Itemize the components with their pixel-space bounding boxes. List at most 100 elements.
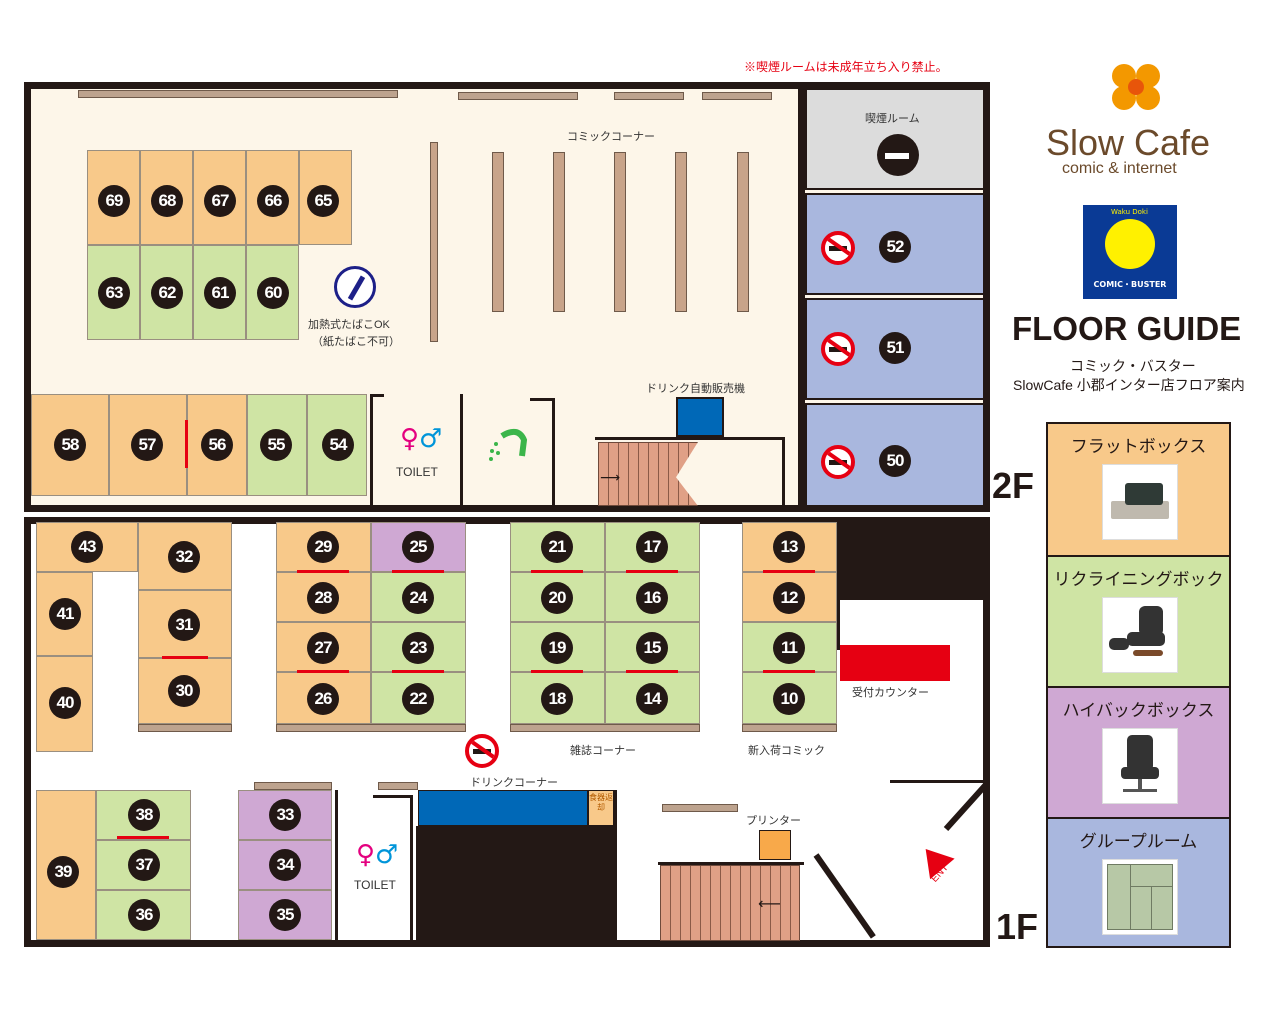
comic-shelf bbox=[430, 142, 438, 342]
room-40[interactable]: 40 bbox=[36, 656, 93, 752]
wall-shelf bbox=[78, 90, 398, 98]
room-52[interactable]: 52 bbox=[805, 193, 985, 295]
room-12[interactable]: 12 bbox=[742, 572, 837, 622]
room-door bbox=[531, 570, 583, 573]
room-65[interactable]: 65 bbox=[299, 150, 352, 245]
room-29[interactable]: 29 bbox=[276, 522, 371, 572]
room-63[interactable]: 63 bbox=[87, 245, 140, 340]
room-36[interactable]: 36 bbox=[96, 890, 191, 940]
room-25[interactable]: 25 bbox=[371, 522, 466, 572]
room-32[interactable]: 32 bbox=[138, 522, 232, 590]
shelf bbox=[254, 782, 332, 790]
room-33[interactable]: 33 bbox=[238, 790, 332, 840]
room-number: 69 bbox=[98, 185, 130, 217]
room-20[interactable]: 20 bbox=[510, 572, 605, 622]
floor-guide-title: FLOOR GUIDE bbox=[1012, 310, 1242, 347]
room-26[interactable]: 26 bbox=[276, 672, 371, 724]
room-24[interactable]: 24 bbox=[371, 572, 466, 622]
room-50[interactable]: 50 bbox=[805, 403, 985, 507]
room-door bbox=[626, 670, 678, 673]
room-39[interactable]: 39 bbox=[36, 790, 96, 940]
room-21[interactable]: 21 bbox=[510, 522, 605, 572]
room-58[interactable]: 58 bbox=[31, 394, 109, 496]
room-number: 43 bbox=[71, 531, 103, 563]
reception-label: 受付カウンター bbox=[852, 687, 929, 699]
room-number: 33 bbox=[269, 799, 301, 831]
room-56[interactable]: 56 bbox=[187, 394, 247, 496]
room-54[interactable]: 54 bbox=[307, 394, 367, 496]
room-door bbox=[392, 570, 444, 573]
room-number: 66 bbox=[257, 185, 289, 217]
reception-counter bbox=[840, 645, 950, 681]
room-door bbox=[392, 670, 444, 673]
magazine-shelf bbox=[510, 724, 700, 732]
room-14[interactable]: 14 bbox=[605, 672, 700, 724]
room-61[interactable]: 61 bbox=[193, 245, 246, 340]
tatami-room-icon bbox=[1102, 859, 1178, 935]
room-66[interactable]: 66 bbox=[246, 150, 299, 245]
floor-label-2f: 2F bbox=[992, 465, 1035, 506]
room-number: 22 bbox=[402, 683, 434, 715]
room-10[interactable]: 10 bbox=[742, 672, 837, 724]
room-69[interactable]: 69 bbox=[87, 150, 140, 245]
room-31[interactable]: 31 bbox=[138, 590, 232, 658]
room-30[interactable]: 30 bbox=[138, 658, 232, 724]
new-comics-shelf bbox=[742, 724, 837, 732]
room-68[interactable]: 68 bbox=[140, 150, 193, 245]
room-17[interactable]: 17 bbox=[605, 522, 700, 572]
legend-label: フラットボックス bbox=[1070, 437, 1207, 456]
room-16[interactable]: 16 bbox=[605, 572, 700, 622]
comic-corner-label: コミックコーナー bbox=[567, 131, 655, 143]
room-55[interactable]: 55 bbox=[247, 394, 307, 496]
room-13[interactable]: 13 bbox=[742, 522, 837, 572]
arrow-right-icon: ⟶ bbox=[600, 470, 621, 486]
wall bbox=[837, 600, 840, 650]
magazine-corner-label: 雑誌コーナー bbox=[570, 745, 636, 757]
room-35[interactable]: 35 bbox=[238, 890, 332, 940]
room-15[interactable]: 15 bbox=[605, 622, 700, 672]
comic-buster-logo: COMIC・BUSTER Waku Doki bbox=[1083, 205, 1177, 299]
floor-label-1f: 1F bbox=[996, 906, 1039, 947]
room-number: 55 bbox=[260, 429, 292, 461]
guide-sub-1: コミック・バスター bbox=[1070, 358, 1196, 374]
printer[interactable] bbox=[759, 830, 791, 860]
room-41[interactable]: 41 bbox=[36, 572, 93, 656]
room-37[interactable]: 37 bbox=[96, 840, 191, 890]
room-38[interactable]: 38 bbox=[96, 790, 191, 840]
shelf bbox=[276, 724, 466, 732]
room-28[interactable]: 28 bbox=[276, 572, 371, 622]
room-34[interactable]: 34 bbox=[238, 840, 332, 890]
room-number: 57 bbox=[131, 429, 163, 461]
new-arrivals-label: 新入荷コミック bbox=[748, 745, 825, 757]
wall bbox=[798, 88, 805, 508]
room-43[interactable]: 43 bbox=[36, 522, 138, 572]
room-number: 16 bbox=[636, 582, 668, 614]
no-smoking-icon bbox=[465, 734, 499, 768]
room-60[interactable]: 60 bbox=[246, 245, 299, 340]
room-number: 54 bbox=[322, 429, 354, 461]
room-57[interactable]: 57 bbox=[109, 394, 187, 496]
room-51[interactable]: 51 bbox=[805, 298, 985, 400]
room-67[interactable]: 67 bbox=[193, 150, 246, 245]
room-number: 56 bbox=[201, 429, 233, 461]
room-number: 61 bbox=[204, 277, 236, 309]
arrow-left-icon: ⟵ bbox=[758, 894, 781, 913]
room-19[interactable]: 19 bbox=[510, 622, 605, 672]
room-number: 63 bbox=[98, 277, 130, 309]
room-62[interactable]: 62 bbox=[140, 245, 193, 340]
vending-label: ドリンク自動販売機 bbox=[646, 383, 745, 395]
heated-tobacco-label: 加熱式たばこOK bbox=[308, 319, 390, 331]
no-smoking-icon bbox=[821, 231, 855, 265]
room-23[interactable]: 23 bbox=[371, 622, 466, 672]
smoking-room[interactable]: 喫煙ルーム bbox=[805, 88, 985, 190]
room-number: 38 bbox=[128, 799, 160, 831]
room-number: 21 bbox=[541, 531, 573, 563]
room-11[interactable]: 11 bbox=[742, 622, 837, 672]
room-22[interactable]: 22 bbox=[371, 672, 466, 724]
toilet-label-1f: TOILET bbox=[354, 878, 396, 892]
room-door bbox=[297, 570, 349, 573]
room-27[interactable]: 27 bbox=[276, 622, 371, 672]
room-number: 26 bbox=[307, 683, 339, 715]
room-18[interactable]: 18 bbox=[510, 672, 605, 724]
room-number: 31 bbox=[168, 609, 200, 641]
